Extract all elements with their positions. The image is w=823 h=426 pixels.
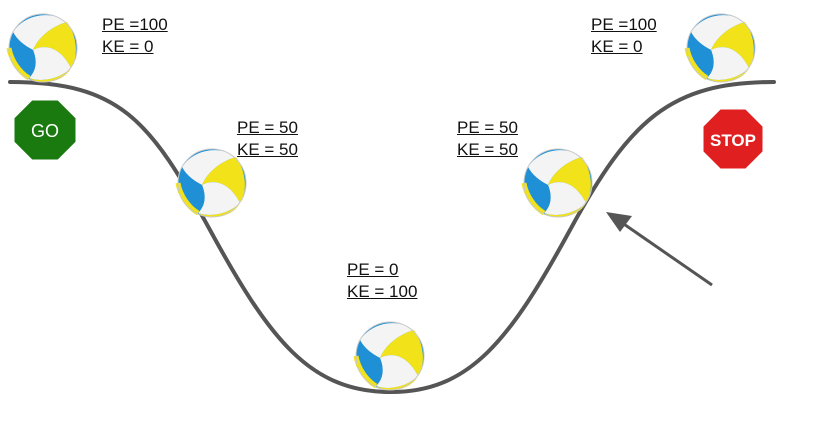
go-sign-icon: GO: [13, 99, 77, 161]
volleyball-icon: [178, 149, 246, 217]
descending-ke-label: KE = 50: [237, 140, 298, 159]
volleyball-icon: [356, 322, 424, 390]
start-ke-label: KE = 0: [102, 37, 154, 56]
start-pe-label: PE =100: [102, 15, 168, 34]
track-curve: [8, 80, 776, 395]
go-sign-text: GO: [31, 121, 59, 141]
ascending-ke-label: KE = 50: [457, 140, 518, 159]
ascending-pe-label: PE = 50: [457, 118, 518, 137]
descending-pe-label: PE = 50: [237, 118, 298, 137]
bottom-ke-label: KE = 100: [347, 282, 418, 301]
end-ke-label: KE = 0: [591, 37, 643, 56]
bottom-energy-label: PE = 0 KE = 100: [347, 259, 417, 303]
start-energy-label: PE =100 KE = 0: [102, 14, 168, 58]
volleyball-icon: [687, 14, 755, 82]
descending-energy-label: PE = 50 KE = 50: [237, 117, 298, 161]
volleyball-icon: [524, 149, 592, 217]
stop-sign-text: STOP: [710, 131, 756, 150]
arrow-icon: [606, 212, 713, 287]
stop-sign-icon: STOP: [700, 106, 766, 172]
volleyball-icon: [9, 14, 77, 82]
end-pe-label: PE =100: [591, 15, 657, 34]
end-energy-label: PE =100 KE = 0: [591, 14, 657, 58]
bottom-pe-label: PE = 0: [347, 260, 399, 279]
ascending-energy-label: PE = 50 KE = 50: [457, 117, 518, 161]
